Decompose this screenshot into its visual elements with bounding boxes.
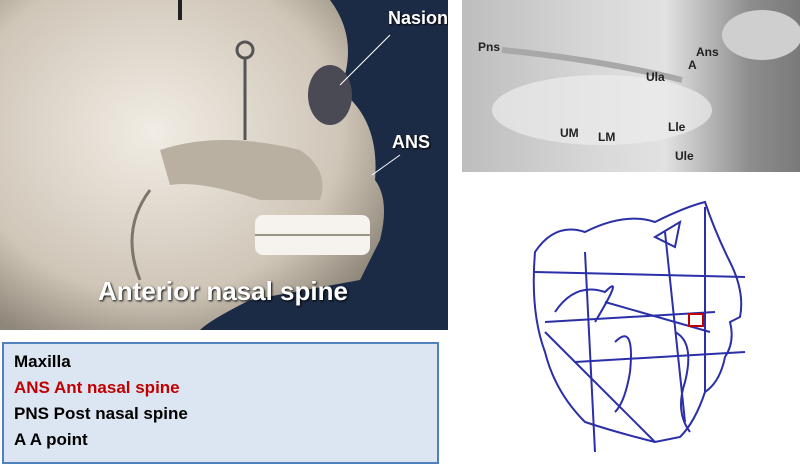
nasion-label: Nasion (388, 8, 448, 28)
xray-label-lm: LM (598, 130, 616, 144)
definitions-box: Maxilla ANS Ant nasal spine PNS Post nas… (2, 342, 439, 464)
xray-label-a: A (688, 58, 697, 72)
definition-ans: ANS Ant nasal spine (14, 378, 180, 397)
xray-shapes (492, 10, 800, 145)
cephalometric-xray: Pns Ans A Ula UM LM Lle Ule (462, 0, 800, 172)
definition-maxilla: Maxilla (14, 352, 71, 371)
xray-label-ans: Ans (696, 45, 719, 59)
xray-label-lle: Lle (668, 120, 686, 134)
ans-label: ANS (392, 132, 431, 152)
skull-illustration (0, 0, 448, 330)
photo-caption: Anterior nasal spine (98, 276, 348, 306)
definition-a-point: A A point (14, 430, 88, 449)
cephalometric-tracing (532, 200, 746, 453)
definition-pns: PNS Post nasal spine (14, 404, 188, 423)
xray-label-um: UM (560, 126, 579, 140)
xray-label-ula: Ula (646, 70, 665, 84)
skull-photo: Nasion ANS Anterior nasal spine (0, 0, 448, 330)
xray-label-ule: Ule (675, 149, 694, 163)
a-point-marker (688, 313, 704, 327)
xray-label-pns: Pns (478, 40, 501, 54)
